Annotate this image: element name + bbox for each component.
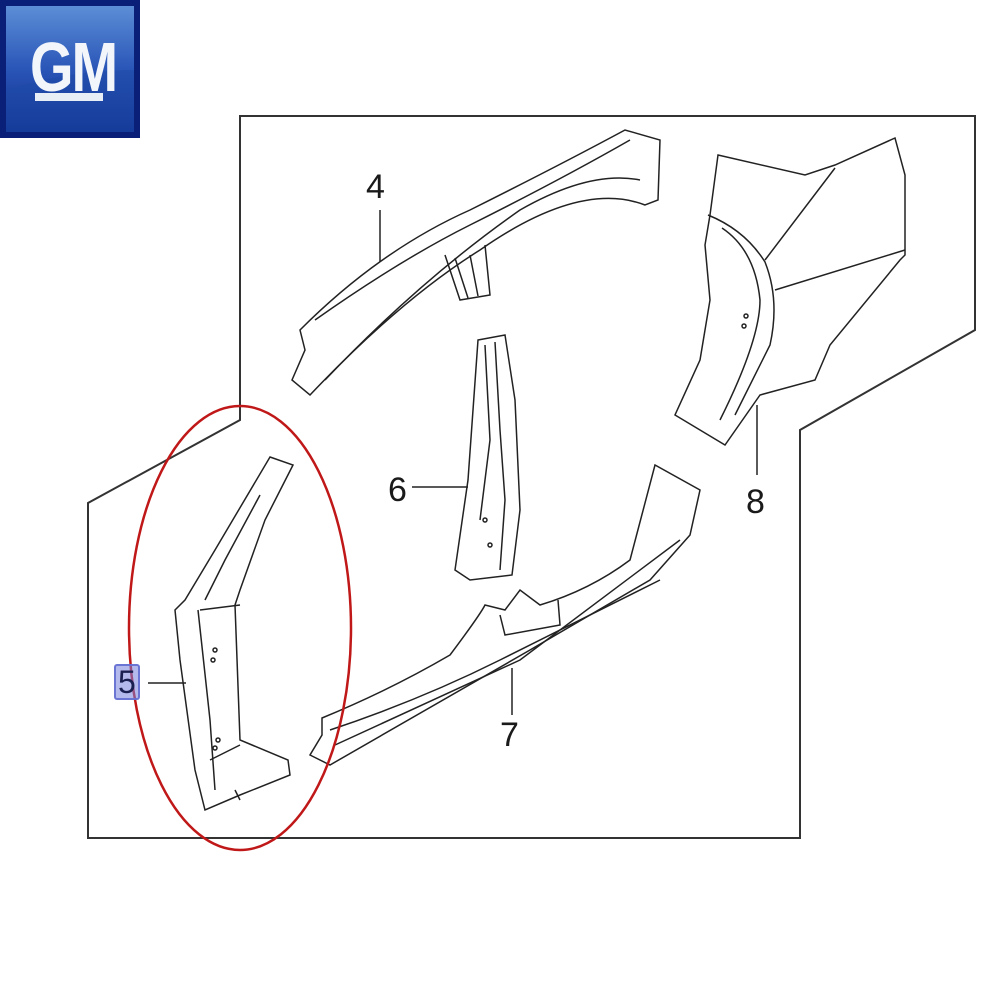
callout-4[interactable]: 4 <box>366 168 385 206</box>
frame-outline <box>87 115 976 839</box>
part-7-rocker <box>308 463 701 766</box>
callout-5-selected[interactable]: 5 <box>114 664 140 700</box>
callout-6[interactable]: 6 <box>388 471 407 509</box>
part-6-b-pillar <box>454 334 521 581</box>
gm-logo-underline <box>35 93 103 101</box>
highlight-ellipse <box>127 404 353 852</box>
part-8-rear-quarter <box>674 136 906 447</box>
callout-7[interactable]: 7 <box>500 716 519 754</box>
gm-logo-badge-icon <box>0 0 140 138</box>
callout-8[interactable]: 8 <box>746 483 765 521</box>
part-4-roof-rail <box>291 129 661 397</box>
gm-logo-text: GM <box>30 27 118 106</box>
part-5-a-pillar <box>174 456 295 812</box>
gm-logo: GM <box>0 0 140 140</box>
